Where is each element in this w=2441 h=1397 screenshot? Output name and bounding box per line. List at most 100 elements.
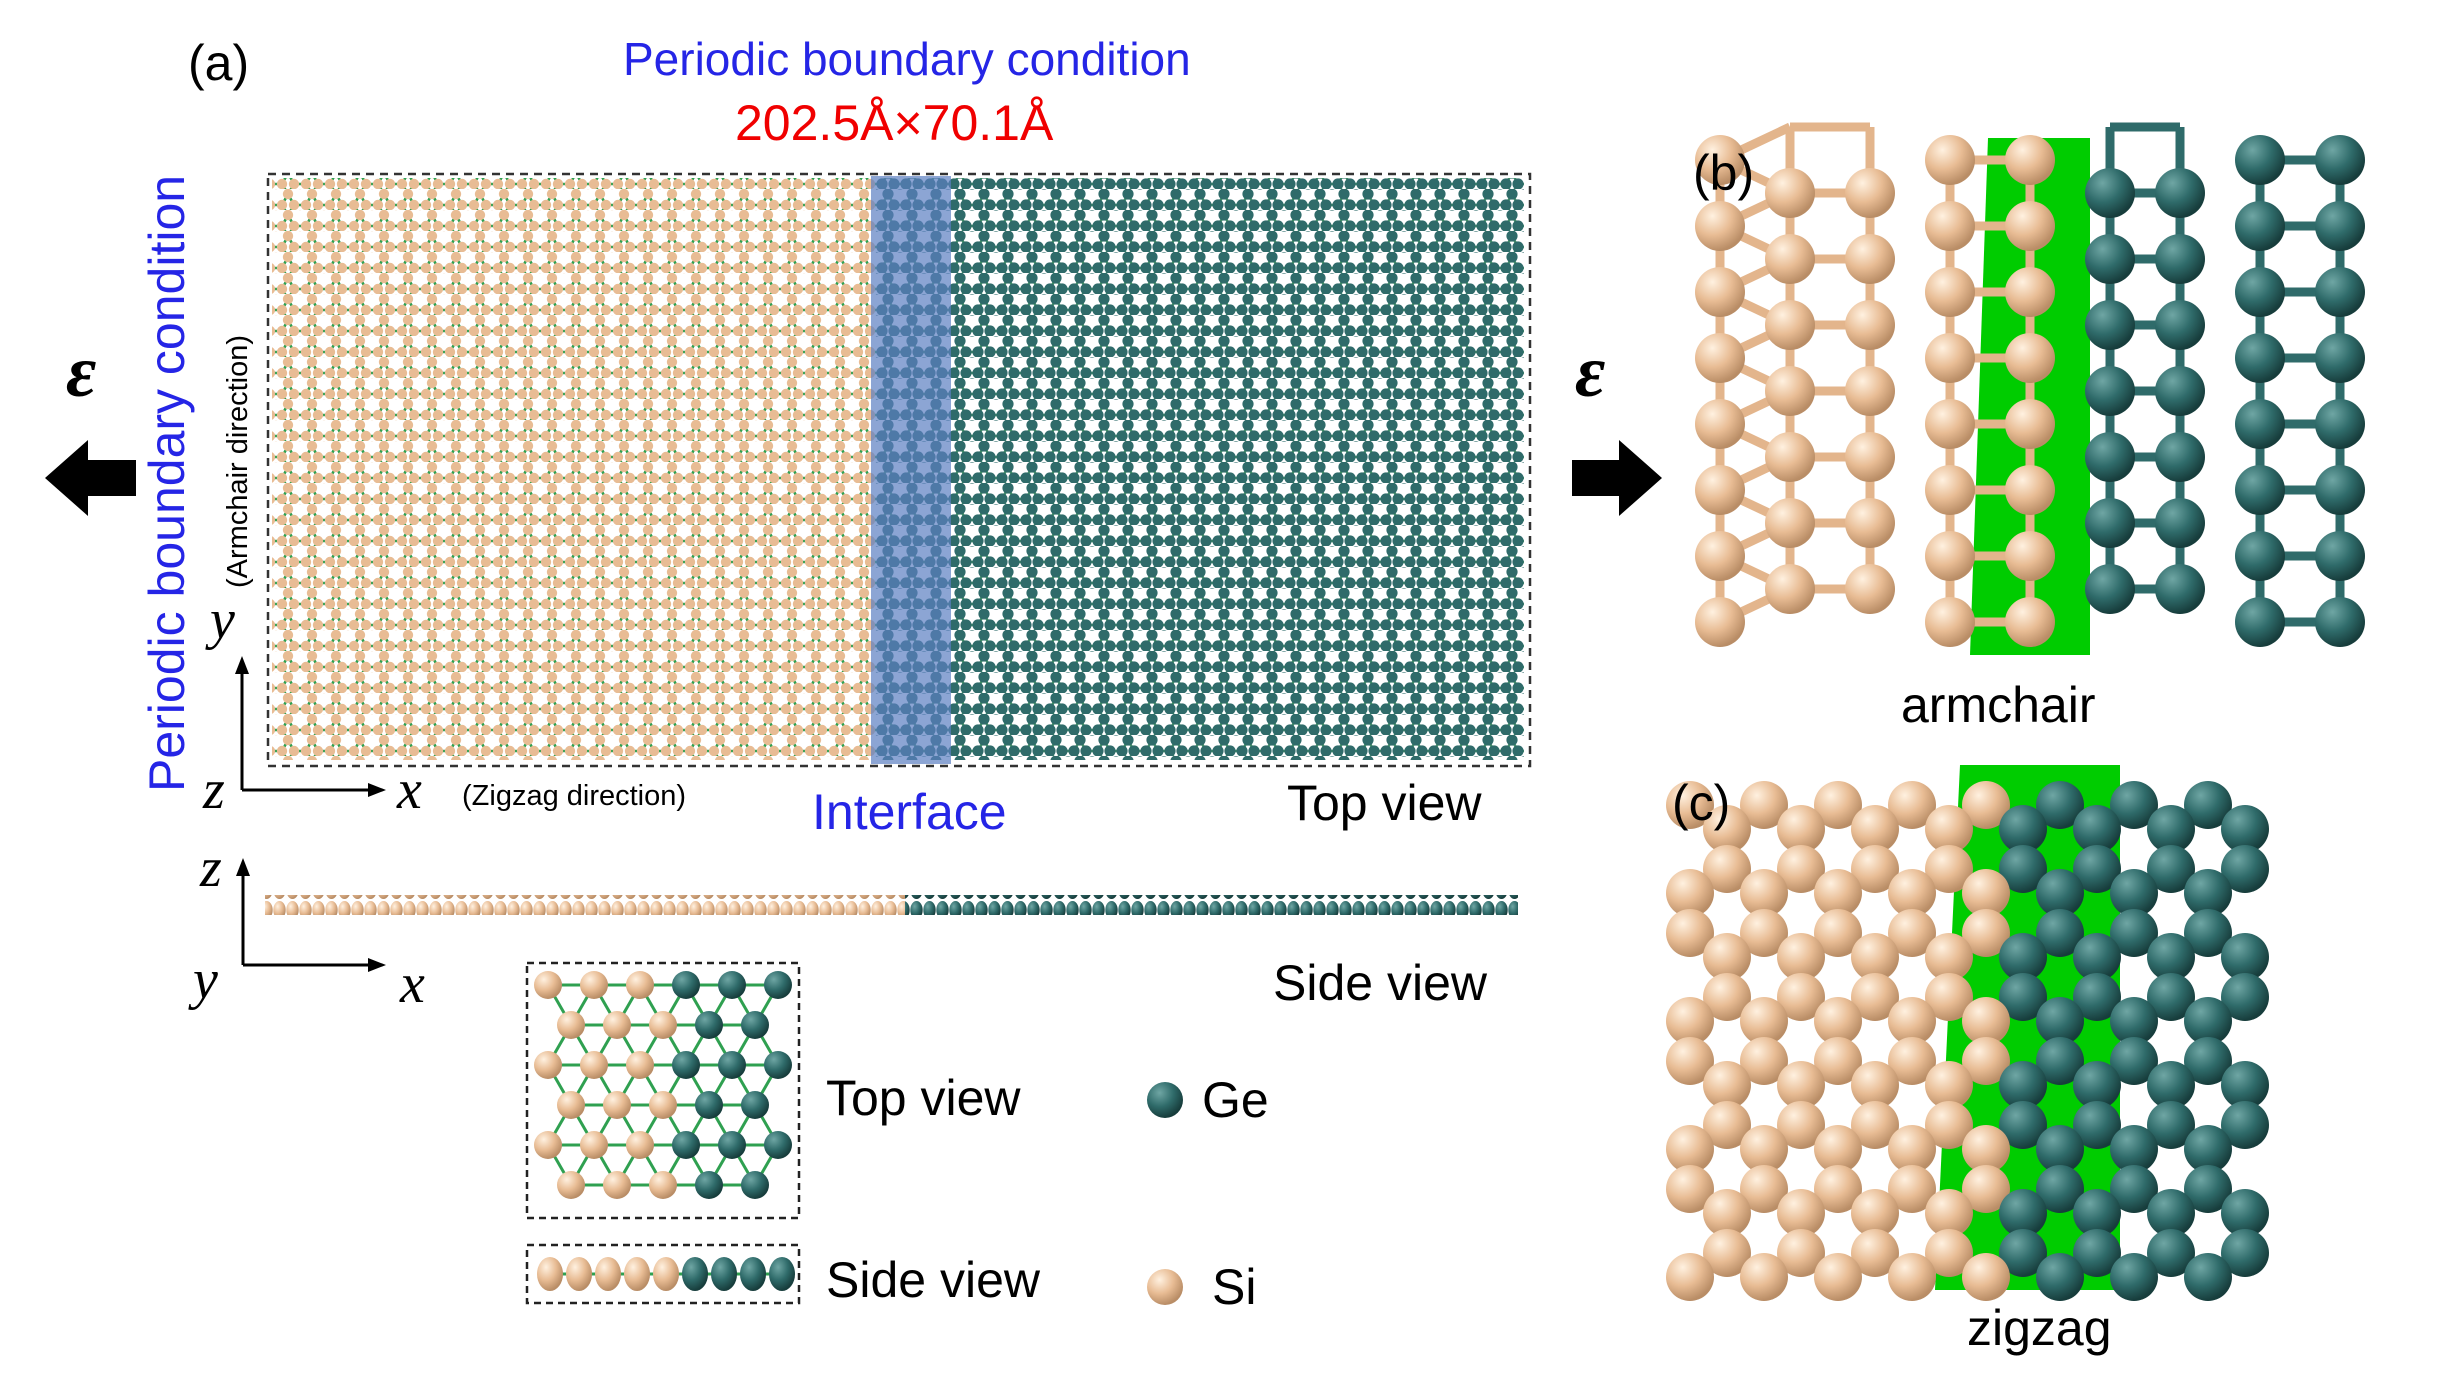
panel-c-lattice	[1666, 765, 2269, 1301]
si-atom	[1740, 1125, 1788, 1173]
si-atom	[1962, 781, 2010, 829]
ge-atom	[2221, 1189, 2269, 1237]
si-atom	[1845, 300, 1895, 350]
ge-atom	[741, 1091, 769, 1119]
si-atom	[1925, 805, 1973, 853]
si-atom	[1925, 135, 1975, 185]
ge-atom	[2315, 333, 2365, 383]
si-atom	[1777, 973, 1825, 1021]
si-atom	[624, 1257, 650, 1291]
si-atom	[1925, 1101, 1973, 1149]
si-atom	[653, 1257, 679, 1291]
ge-atom	[672, 971, 700, 999]
si-atom	[580, 1131, 608, 1159]
si-side-chain	[265, 895, 905, 915]
ge-atom	[1999, 973, 2047, 1021]
ge-atom	[2315, 399, 2365, 449]
interface-label: Interface	[812, 784, 1007, 840]
ge-atom	[718, 1051, 746, 1079]
si-atom	[1740, 1165, 1788, 1213]
ge-atom	[2235, 465, 2285, 515]
ge-atom	[2036, 1125, 2084, 1173]
si-atom	[1703, 933, 1751, 981]
si-atom	[1888, 869, 1936, 917]
si-atom	[2005, 135, 2055, 185]
si-atom	[1666, 1125, 1714, 1173]
si-atom	[1777, 805, 1825, 853]
si-atom	[1740, 997, 1788, 1045]
si-atom	[2005, 399, 2055, 449]
si-atom	[1695, 399, 1745, 449]
si-atom	[1777, 1229, 1825, 1277]
ge-atom	[695, 1091, 723, 1119]
supercell-size-label: 202.5Å×70.1Å	[735, 95, 1054, 151]
si-atom	[1925, 845, 1973, 893]
panel-b-atoms	[1695, 135, 2365, 647]
si-atom	[557, 1011, 585, 1039]
ge-atom	[2184, 1165, 2232, 1213]
strain-right-symbol: ε	[1575, 331, 1606, 413]
si-atom	[595, 1257, 621, 1291]
si-atom	[1925, 399, 1975, 449]
ge-atom	[2155, 564, 2205, 614]
legend	[525, 961, 1183, 1305]
si-atom	[626, 1131, 654, 1159]
side-view-strip	[265, 895, 1518, 915]
axis-x-side: x	[400, 953, 425, 1015]
si-atom	[1925, 1189, 1973, 1237]
ge-region-top	[876, 178, 1524, 760]
ge-atom	[2315, 135, 2365, 185]
ge-atom	[2085, 432, 2135, 482]
si-atom	[1845, 432, 1895, 482]
si-atom	[1666, 1165, 1714, 1213]
ge-atom	[1999, 845, 2047, 893]
ge-atom	[2073, 1229, 2121, 1277]
ge-side-chain	[905, 895, 1518, 915]
si-atom	[1666, 869, 1714, 917]
si-atom	[2005, 531, 2055, 581]
si-atom	[1888, 997, 1936, 1045]
panel-c-caption: zigzag	[1967, 1300, 2112, 1356]
si-atom	[557, 1091, 585, 1119]
interface-band	[871, 176, 951, 764]
ge-atom	[2110, 1165, 2158, 1213]
ge-atom	[2036, 1253, 2084, 1301]
ge-atom	[2036, 1165, 2084, 1213]
si-atom	[1925, 597, 1975, 647]
si-atom	[1845, 564, 1895, 614]
si-atom	[2005, 267, 2055, 317]
ge-atom	[2085, 366, 2135, 416]
si-atom	[1777, 845, 1825, 893]
ge-atom	[711, 1257, 737, 1291]
axes-top-view	[235, 656, 386, 797]
ge-atom	[2036, 997, 2084, 1045]
si-atom	[1925, 531, 1975, 581]
strain-arrow-left	[45, 440, 136, 516]
legend-side-lattice	[537, 1257, 795, 1291]
panel-b-label: (b)	[1693, 145, 1755, 201]
ge-atom	[2085, 168, 2135, 218]
si-atom	[534, 1051, 562, 1079]
si-atom	[1703, 1061, 1751, 1109]
top-view-label: Top view	[1287, 775, 1482, 831]
si-region-top	[272, 178, 876, 760]
si-atom	[534, 971, 562, 999]
si-atom	[1962, 1037, 2010, 1085]
zigzag-direction-label: (Zigzag direction)	[462, 780, 687, 812]
ge-atom	[2110, 1125, 2158, 1173]
ge-atom	[2184, 909, 2232, 957]
ge-atom	[718, 971, 746, 999]
si-atom	[1666, 909, 1714, 957]
axis-y-top: y	[210, 589, 235, 651]
ge-atom	[718, 1131, 746, 1159]
si-atom	[1851, 1229, 1899, 1277]
si-atom	[1740, 1253, 1788, 1301]
si-atom	[557, 1171, 585, 1199]
si-atom	[1703, 1189, 1751, 1237]
si-atom	[1962, 1165, 2010, 1213]
si-atom	[566, 1257, 592, 1291]
pbc-left-label: Periodic boundary condition	[139, 174, 195, 792]
legend-si-label: Si	[1212, 1259, 1257, 1315]
